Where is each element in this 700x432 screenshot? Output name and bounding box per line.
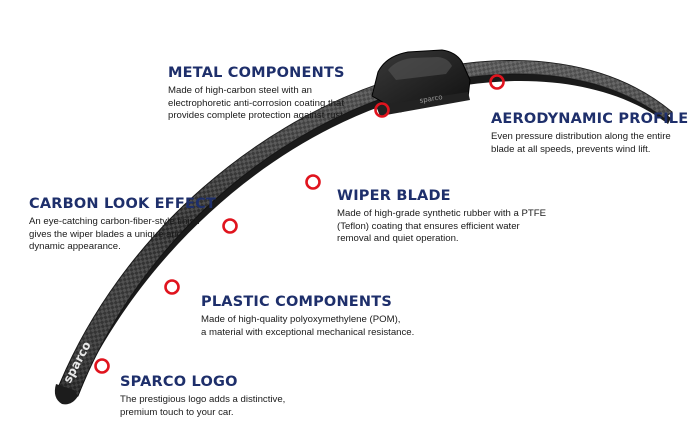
desc-line: Made of high-carbon steel with an (168, 85, 312, 96)
callout-metal-components: METAL COMPONENTS Made of high-carbon ste… (168, 65, 346, 123)
callout-title: AERODYNAMIC PROFILE (491, 111, 689, 127)
callout-title: CARBON LOOK EFFECT (29, 196, 217, 212)
callout-sparco-logo: SPARCO LOGO The prestigious logo adds a … (120, 374, 285, 419)
marker-aerodynamic-profile (489, 74, 505, 90)
desc-line: (Teflon) coating that ensures efficient … (337, 220, 520, 232)
desc-line: Even pressure distribution along the ent… (491, 131, 671, 142)
callout-carbon-look-effect: CARBON LOOK EFFECT An eye-catching carbo… (29, 196, 216, 254)
desc-line: premium touch to your car. (120, 406, 234, 418)
marker-carbon-look (222, 218, 238, 234)
callout-title: PLASTIC COMPONENTS (201, 294, 392, 310)
desc-line: Made of high-grade synthetic rubber with… (337, 208, 547, 219)
desc-line: blade at all speeds, prevents wind lift. (491, 143, 651, 155)
callout-description: Even pressure distribution along the ent… (491, 131, 688, 156)
callout-wiper-blade: WIPER BLADE Made of high-grade synthetic… (337, 188, 546, 246)
marker-metal-components (374, 102, 390, 118)
callout-title: WIPER BLADE (337, 188, 451, 204)
connector-brand-text: sparco (419, 93, 443, 105)
callout-description: Made of high-carbon steel with an electr… (168, 85, 346, 123)
marker-sparco-logo (94, 358, 110, 374)
desc-line: An eye-catching carbon-fiber-style finis… (29, 216, 200, 227)
desc-line: Made of high-quality polyoxymethylene (P… (201, 314, 401, 325)
callout-description: Made of high-grade synthetic rubber with… (337, 208, 546, 246)
desc-line: gives the wiper blades a unique and (29, 228, 183, 240)
desc-line: removal and quiet operation. (337, 233, 459, 245)
desc-line: The prestigious logo adds a distinctive, (120, 394, 286, 405)
marker-wiper-blade (305, 174, 321, 190)
callout-plastic-components: PLASTIC COMPONENTS Made of high-quality … (201, 294, 414, 339)
desc-line: electrophoretic anti-corrosion coating t… (168, 97, 344, 109)
blade-sheen (58, 60, 672, 400)
feature-markers (94, 74, 505, 374)
callout-title: SPARCO LOGO (120, 374, 238, 390)
callout-description: Made of high-quality polyoxymethylene (P… (201, 314, 414, 339)
callout-description: An eye-catching carbon-fiber-style finis… (29, 216, 216, 254)
desc-line: dynamic appearance. (29, 241, 121, 253)
callout-description: The prestigious logo adds a distinctive,… (120, 394, 285, 419)
desc-line: a material with exceptional mechanical r… (201, 326, 415, 338)
blade-end-cap (54, 384, 78, 405)
callout-title: METAL COMPONENTS (168, 65, 345, 81)
marker-plastic-components (164, 279, 180, 295)
callout-aerodynamic-profile: AERODYNAMIC PROFILE Even pressure distri… (491, 111, 688, 156)
desc-line: provides complete protection against rus… (168, 110, 346, 122)
blade-connector: sparco (371, 49, 471, 116)
